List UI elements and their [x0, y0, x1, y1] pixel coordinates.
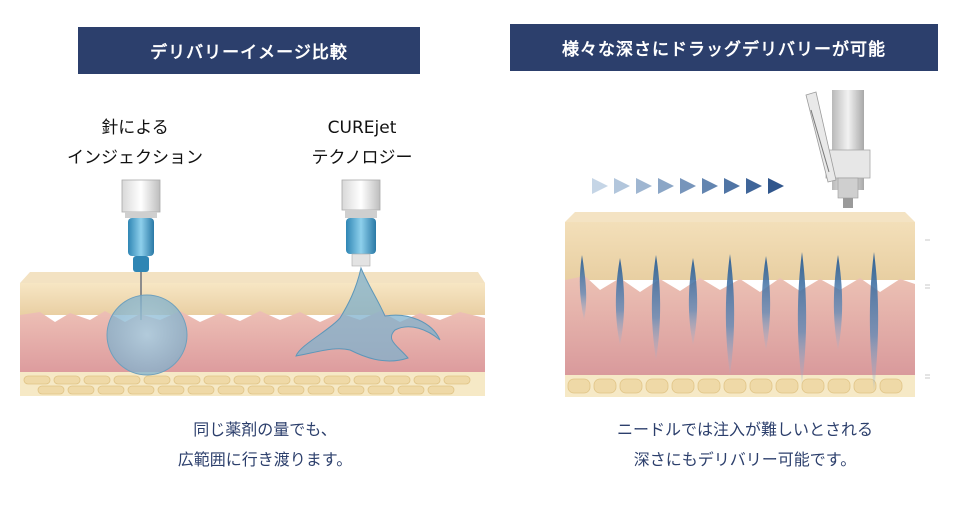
- curejet-label-line1: CUREjet: [327, 118, 397, 138]
- right-caption: ニードルでは注入が難しいとされる 深さにもデリバリー可能です。: [565, 415, 925, 475]
- left-caption-line1: 同じ薬剤の量でも、: [193, 420, 337, 439]
- needle-injection-label: 針による インジェクション: [55, 113, 215, 173]
- left-caption: 同じ薬剤の量でも、 広範囲に行き渡ります。: [100, 415, 430, 475]
- right-caption-line2: 深さにもデリバリー可能です。: [633, 450, 857, 469]
- skin-block-left: [20, 272, 485, 396]
- left-caption-line2: 広範囲に行き渡ります。: [177, 450, 353, 469]
- needle-drug-bolus: [106, 294, 188, 376]
- curejet-device: [341, 179, 381, 267]
- needle-syringe: [121, 179, 161, 320]
- curejet-label-line2: テクノロジー: [311, 148, 413, 168]
- right-panel-header: 様々な深さにドラッグデリバリーが可能: [510, 24, 938, 71]
- right-panel-title: 様々な深さにドラッグデリバリーが可能: [562, 40, 886, 60]
- left-panel-header: デリバリーイメージ比較: [78, 27, 420, 74]
- curejet-technology-label: CUREjet テクノロジー: [282, 113, 442, 173]
- right-caption-line1: ニードルでは注入が難しいとされる: [616, 420, 873, 439]
- curejet-drug-spread: [295, 266, 441, 362]
- needle-label-line2: インジェクション: [67, 148, 203, 168]
- needle-label-line1: 針による: [101, 118, 169, 138]
- left-panel-title: デリバリーイメージ比較: [150, 43, 348, 63]
